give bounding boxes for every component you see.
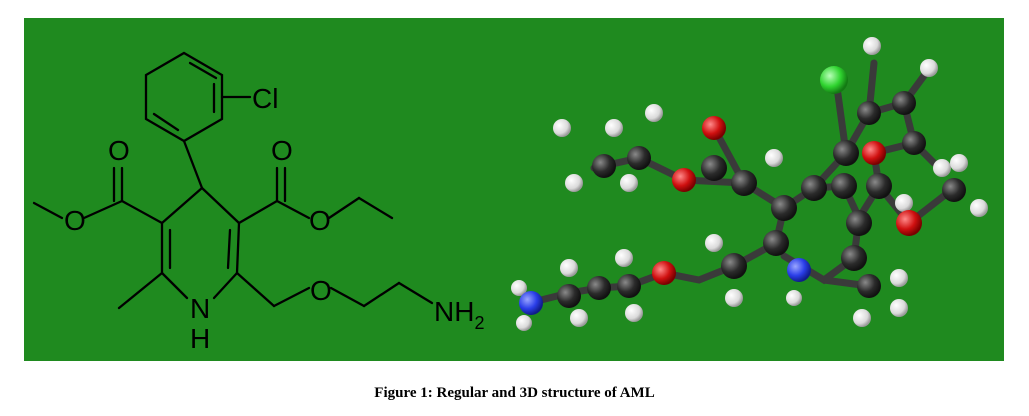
hydrogen-atom — [950, 154, 968, 172]
hydrogen-atom — [725, 289, 743, 307]
hydrogen-atom — [570, 309, 588, 327]
hydrogen-atom — [620, 174, 638, 192]
carbon-atom — [557, 284, 581, 308]
chain-bond — [235, 271, 276, 308]
oxygen-atom — [702, 116, 726, 140]
hydrogen-atom — [705, 234, 723, 252]
carbon-atom — [892, 91, 916, 115]
chlorine-atom — [820, 66, 848, 94]
chain-bond — [362, 281, 401, 308]
ring-bond — [200, 186, 241, 225]
carbon-atom — [763, 230, 789, 256]
hydrogen-atom — [970, 199, 988, 217]
chain-bond — [272, 286, 311, 308]
hydrogen-atom — [605, 119, 623, 137]
carbon-atom — [587, 276, 611, 300]
carbon-atom — [866, 173, 892, 199]
oxygen-atom — [896, 210, 922, 236]
carbon-atom — [592, 154, 616, 178]
ring-bond — [235, 221, 241, 275]
oxygen-atom — [862, 141, 886, 165]
o-keto-left-label: O — [108, 135, 130, 166]
carbon-atom — [731, 170, 757, 196]
hydrogen-atom — [565, 174, 583, 192]
oxygen-atom — [652, 261, 676, 285]
carbon-atom — [801, 175, 827, 201]
ester-bond — [82, 199, 124, 220]
nh-n-label: N — [190, 293, 210, 324]
hydrogen-atom — [553, 119, 571, 137]
o-keto-right-label: O — [271, 135, 293, 166]
benzene-double-bond — [152, 112, 180, 132]
benzene-double-bond — [188, 61, 218, 80]
carbon-atom — [771, 195, 797, 221]
ring-bond — [160, 186, 204, 225]
o-ester-right-label: O — [309, 205, 331, 236]
model-3d — [511, 37, 988, 331]
structure-2d — [32, 51, 434, 310]
hydrogen-atom — [625, 304, 643, 322]
carbon-atom — [942, 178, 966, 202]
ring-double-bond — [226, 228, 232, 270]
ethyl-bond — [357, 196, 394, 220]
carbon-atom — [617, 274, 641, 298]
hydrogen-atom — [615, 249, 633, 267]
structure-2d-labels: Cl O O O O O N H NH2 — [64, 83, 484, 354]
oxygen-atom — [672, 168, 696, 192]
chain-bond — [397, 281, 434, 305]
o-ether-label: O — [310, 275, 332, 306]
hydrogen-atom — [863, 37, 881, 55]
ring-bond — [212, 271, 239, 300]
hydrogen-atom — [786, 290, 802, 306]
ethyl-bond — [327, 196, 361, 220]
figure-panel: Cl O O O O O N H NH2 — [24, 18, 1004, 361]
methyl-bond — [117, 271, 164, 310]
carbon-atom — [833, 140, 859, 166]
benzene-ring — [144, 51, 224, 143]
hydrogen-atom — [895, 194, 913, 212]
chain-bond — [329, 286, 366, 308]
carbon-atom — [831, 173, 857, 199]
carbon-atom — [627, 146, 651, 170]
hydrogen-atom — [920, 59, 938, 77]
hydrogen-atom — [933, 159, 951, 177]
carbon-atom — [721, 253, 747, 279]
ester-bond — [275, 199, 311, 220]
nitrogen-atom — [787, 258, 811, 282]
carbon-atom — [841, 245, 867, 271]
hydrogen-atom — [853, 309, 871, 327]
hydrogen-atom — [511, 280, 527, 296]
hydrogen-atom — [516, 315, 532, 331]
nitrogen-atom — [519, 291, 543, 315]
ester-bond — [120, 199, 164, 225]
model-atoms — [511, 37, 988, 331]
hydrogen-atom — [890, 269, 908, 287]
carbon-atom — [857, 101, 881, 125]
hydrogen-atom — [890, 299, 908, 317]
nh2-label: NH2 — [434, 296, 484, 333]
nh-h-label: H — [190, 323, 210, 354]
carbon-atom — [846, 210, 872, 236]
carbon-atom — [857, 274, 881, 298]
hydrogen-atom — [765, 149, 783, 167]
carbon-atom — [701, 155, 727, 181]
cl-label: Cl — [252, 83, 278, 114]
hydrogen-atom — [645, 104, 663, 122]
carbon-atom — [902, 131, 926, 155]
o-ester-left-label: O — [64, 205, 86, 236]
ester-bond — [237, 199, 279, 225]
hydrogen-atom — [560, 259, 578, 277]
figure-caption: Figure 1: Regular and 3D structure of AM… — [374, 385, 655, 401]
methyl-bond — [32, 201, 64, 220]
c4-ring-bond — [182, 139, 204, 190]
ring-bond — [160, 271, 189, 300]
